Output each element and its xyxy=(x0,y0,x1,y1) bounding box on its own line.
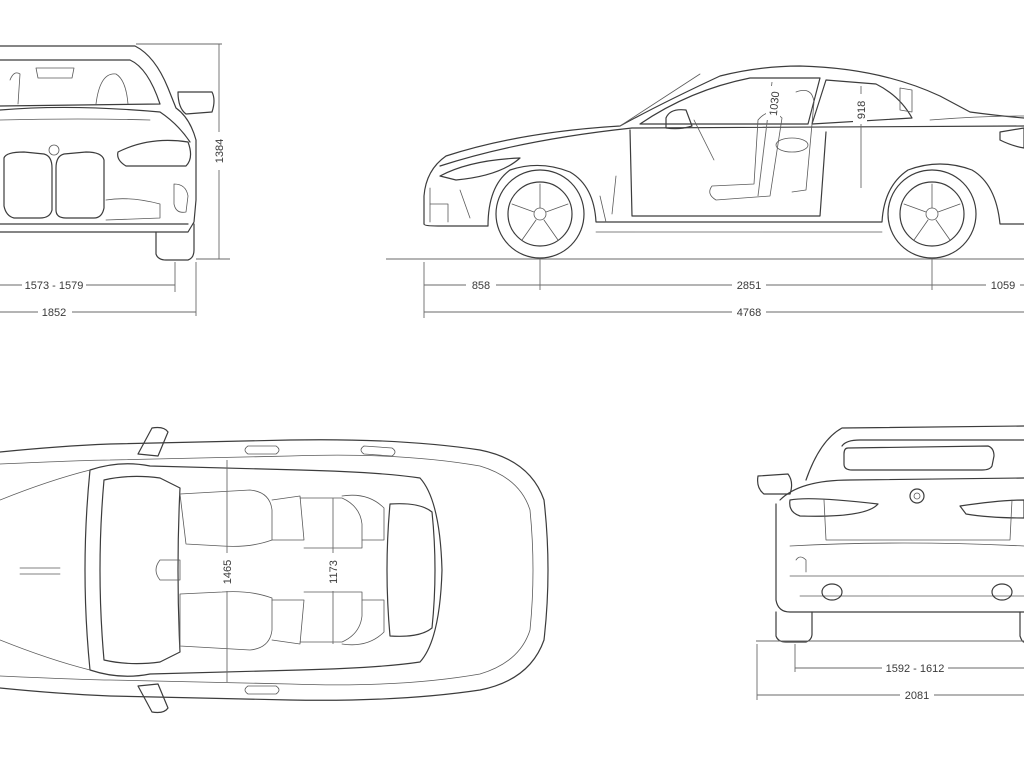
front-view-car-outline xyxy=(0,45,215,261)
top-rear-interior-width-label: 1173 xyxy=(328,560,340,584)
side-front-headroom-label: 1030 xyxy=(768,91,782,117)
side-length-label: 4768 xyxy=(737,307,761,319)
side-front-overhang-label: 858 xyxy=(472,280,490,292)
top-front-interior-width-label: 1465 xyxy=(222,560,234,584)
top-rear-interior-width-dimension: 1173 xyxy=(325,498,341,644)
top-view-car-outline xyxy=(0,426,549,714)
rear-track-dimension: 1592 - 1612 xyxy=(794,644,1024,675)
side-front-headroom-dimension: 1030 xyxy=(757,81,782,197)
side-rear-headroom-label: 918 xyxy=(856,101,868,119)
side-rear-overhang-label: 1059 xyxy=(991,280,1015,292)
side-view-car-outline xyxy=(423,65,1024,259)
front-width-dimension: 1852 xyxy=(0,262,197,319)
side-rear-headroom-dimension: 918 xyxy=(853,86,868,188)
front-height-label: 1384 xyxy=(214,139,226,163)
front-width-label: 1852 xyxy=(42,307,66,319)
side-length-dimension: 4768 xyxy=(424,305,1024,319)
rear-track-label: 1592 - 1612 xyxy=(886,663,945,675)
rear-width-dimension: 2081 xyxy=(756,644,1024,702)
top-view: 1465 1173 xyxy=(0,426,549,714)
front-height-dimension: 1384 xyxy=(136,43,230,260)
front-view: 1384 1573 - 1579 1852 xyxy=(0,43,230,319)
rear-view: 1592 - 1612 2081 xyxy=(756,425,1024,702)
front-track-dimension: 1573 - 1579 xyxy=(0,262,176,292)
front-track-label: 1573 - 1579 xyxy=(25,280,84,292)
side-wheelbase-dimension-row: 858 2851 1059 xyxy=(423,259,1024,318)
side-wheelbase-label: 2851 xyxy=(737,280,761,292)
rear-width-label: 2081 xyxy=(905,690,929,702)
rear-view-car-outline xyxy=(757,425,1024,643)
top-front-interior-width-dimension: 1465 xyxy=(219,460,235,682)
side-view: 1030 918 858 2851 1059 4768 xyxy=(386,65,1024,319)
